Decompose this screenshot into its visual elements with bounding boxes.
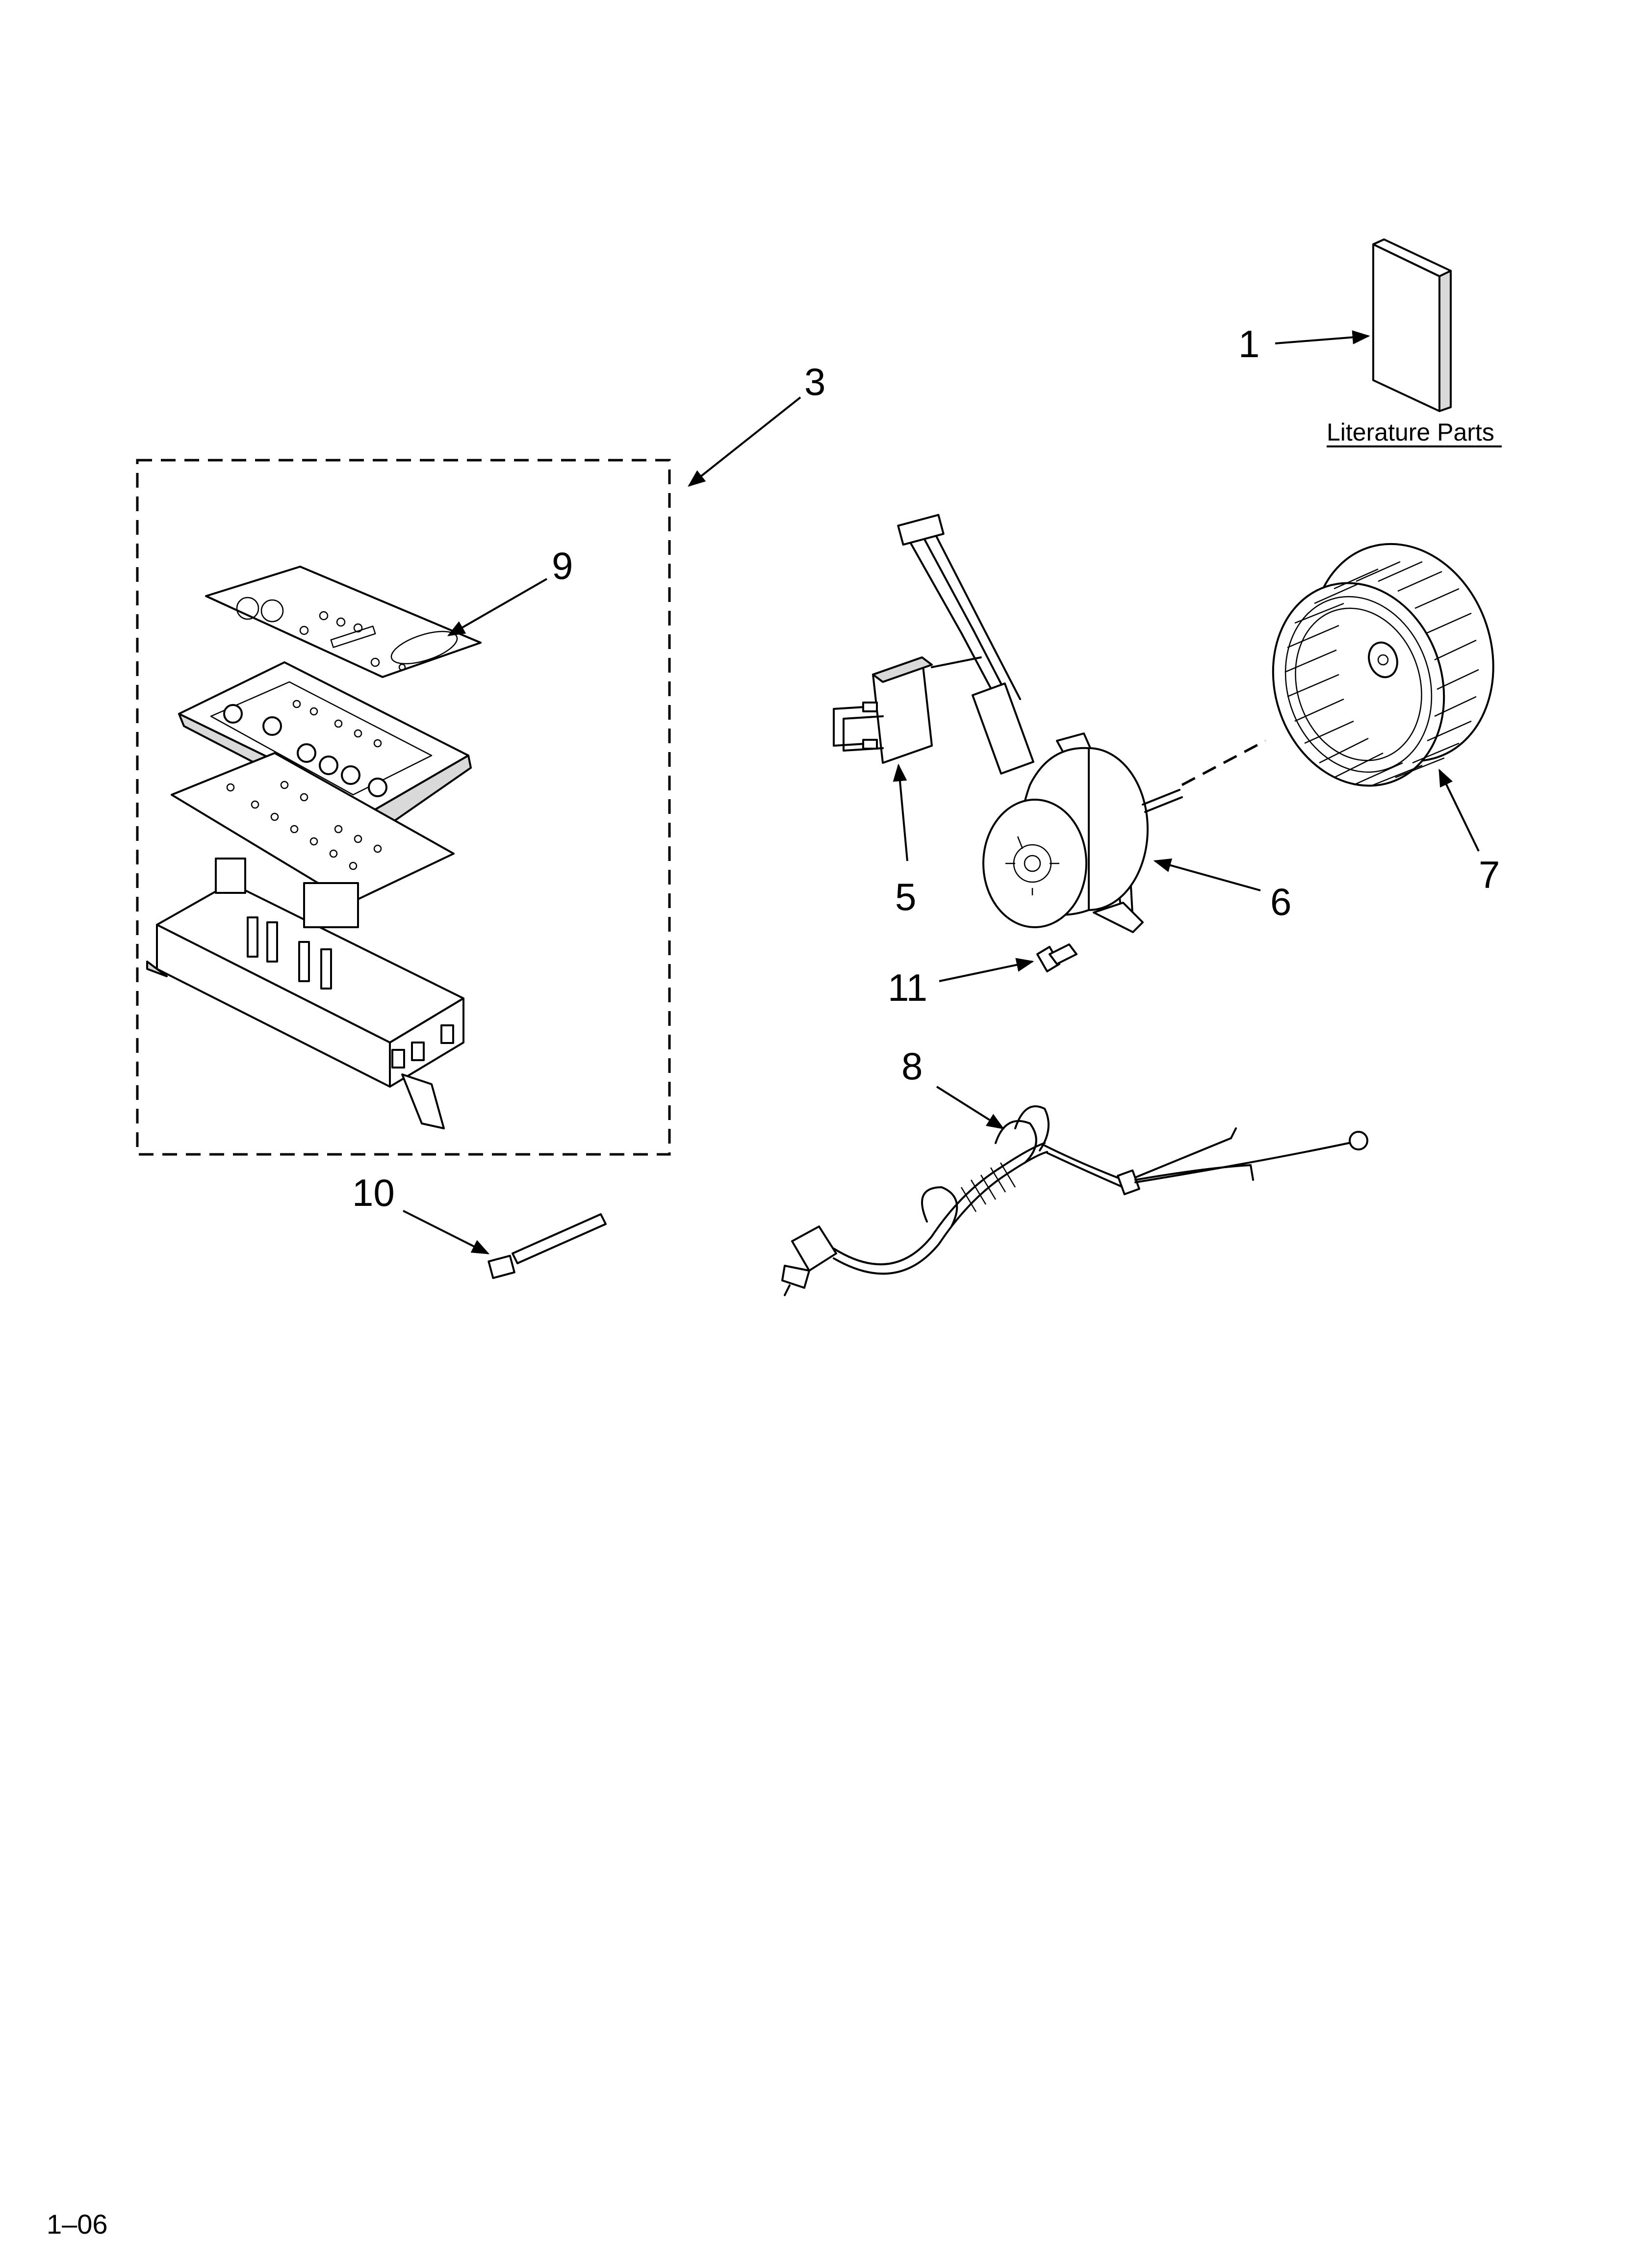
callout-7-label: 7 — [1479, 853, 1500, 896]
callout-9-label: 9 — [552, 544, 573, 587]
control-assembly-dashed-box — [136, 459, 671, 1156]
callout-5-leader — [893, 763, 908, 861]
callout-6-label: 6 — [1270, 880, 1291, 923]
callout-1-label: 1 — [1238, 322, 1259, 365]
callout-7-leader — [1438, 768, 1480, 852]
mounting-screw — [1036, 943, 1078, 972]
capacitor — [833, 656, 933, 764]
callout-11-leader — [939, 958, 1034, 982]
callout-8-leader — [936, 1086, 1005, 1129]
callout-8-label: 8 — [901, 1044, 923, 1088]
control-circuit-board — [171, 752, 455, 904]
page-code: 1–06 — [47, 2209, 108, 2240]
power-cord — [781, 1105, 1368, 1296]
control-housing — [146, 858, 464, 1129]
callout-6-leader — [1153, 858, 1261, 891]
literature-parts-booklet — [1372, 238, 1452, 412]
cable-tie — [487, 1213, 607, 1279]
callout-9-leader — [447, 578, 547, 636]
control-overlay — [205, 566, 482, 678]
callout-11-label: 11 — [888, 966, 927, 1009]
callout-1-leader — [1275, 330, 1370, 344]
fan-motor — [982, 732, 1183, 933]
blower-wheel — [1272, 543, 1494, 787]
literature-parts-label: Literature Parts — [1327, 418, 1494, 446]
callout-3-leader — [688, 396, 801, 487]
callout-10-label: 10 — [352, 1171, 395, 1214]
callout-10-leader — [403, 1210, 490, 1254]
callout-5-label: 5 — [895, 875, 916, 918]
shaft-to-wheel-dash — [1181, 739, 1266, 786]
callout-3-label: 3 — [804, 360, 825, 403]
motor-lead-wires — [897, 514, 1034, 775]
